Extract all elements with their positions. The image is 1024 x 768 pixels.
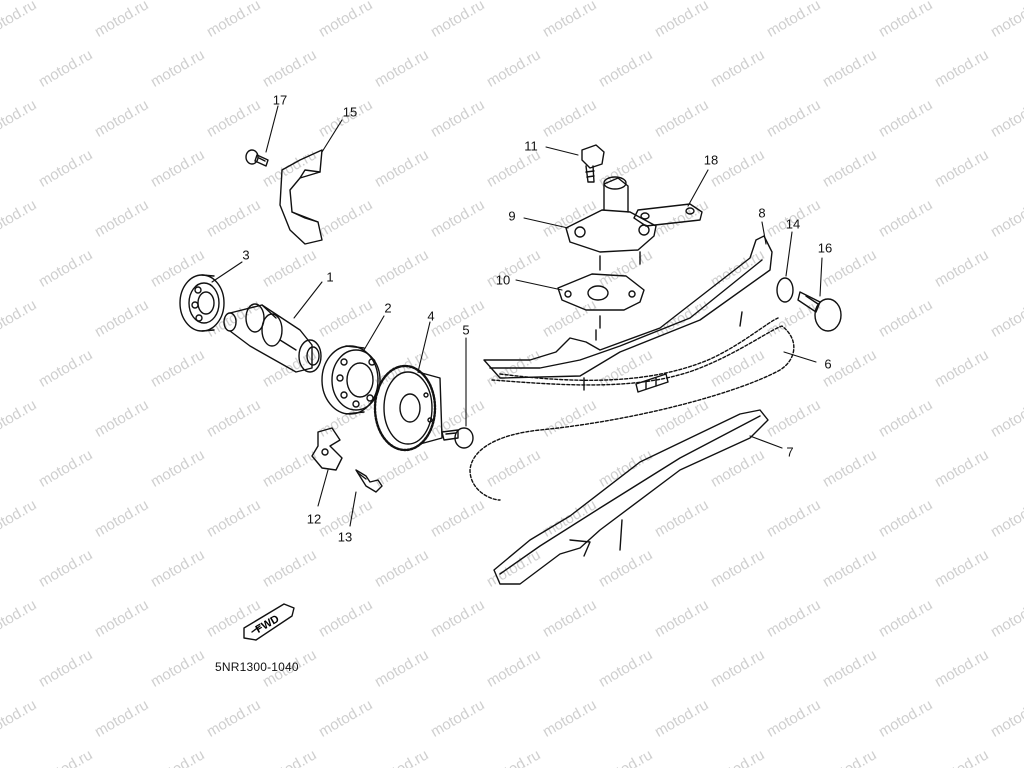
callout-8: 8 (758, 205, 766, 221)
callout-3: 3 (242, 247, 250, 263)
tensioner-9 (565, 176, 657, 253)
callout-17: 17 (272, 92, 288, 108)
bolt-5 (441, 427, 474, 449)
chain-guide-7 (493, 409, 769, 585)
bolt-17 (245, 149, 269, 167)
pin-16 (797, 291, 842, 332)
chain-link-mark (635, 373, 669, 393)
callout-12: 12 (306, 511, 322, 527)
bolt-11 (581, 144, 605, 183)
callout-16: 16 (817, 240, 833, 256)
callout-11: 11 (524, 138, 538, 154)
bearing-2 (321, 345, 381, 415)
callout-2: 2 (384, 300, 392, 316)
gasket-10 (557, 273, 645, 311)
camshaft-1 (223, 303, 322, 373)
leader-lines (211, 105, 823, 527)
alignment-ticks (583, 251, 743, 551)
bolt-13 (355, 469, 383, 493)
callout-15: 15 (342, 104, 358, 120)
callout-9: 9 (508, 208, 516, 224)
chain-guide-8 (483, 235, 773, 379)
callout-5: 5 (462, 322, 470, 338)
callout-6: 6 (824, 356, 832, 372)
callout-13: 13 (337, 529, 353, 545)
cam-chain-6 (469, 317, 795, 501)
diagram-code: 5NR1300-1040 (215, 660, 299, 674)
callout-14: 14 (785, 216, 801, 232)
bracket-15 (279, 149, 323, 245)
callout-4: 4 (427, 308, 435, 324)
callout-7: 7 (786, 444, 794, 460)
plate-18 (633, 203, 703, 227)
callout-1: 1 (326, 269, 334, 285)
fwd-arrow-icon (243, 603, 295, 641)
callout-10: 10 (495, 272, 511, 288)
bearing-3 (179, 274, 225, 332)
washer-14 (776, 277, 794, 303)
plate-12 (311, 427, 343, 471)
callout-18: 18 (703, 152, 719, 168)
sprocket-4 (373, 364, 443, 452)
